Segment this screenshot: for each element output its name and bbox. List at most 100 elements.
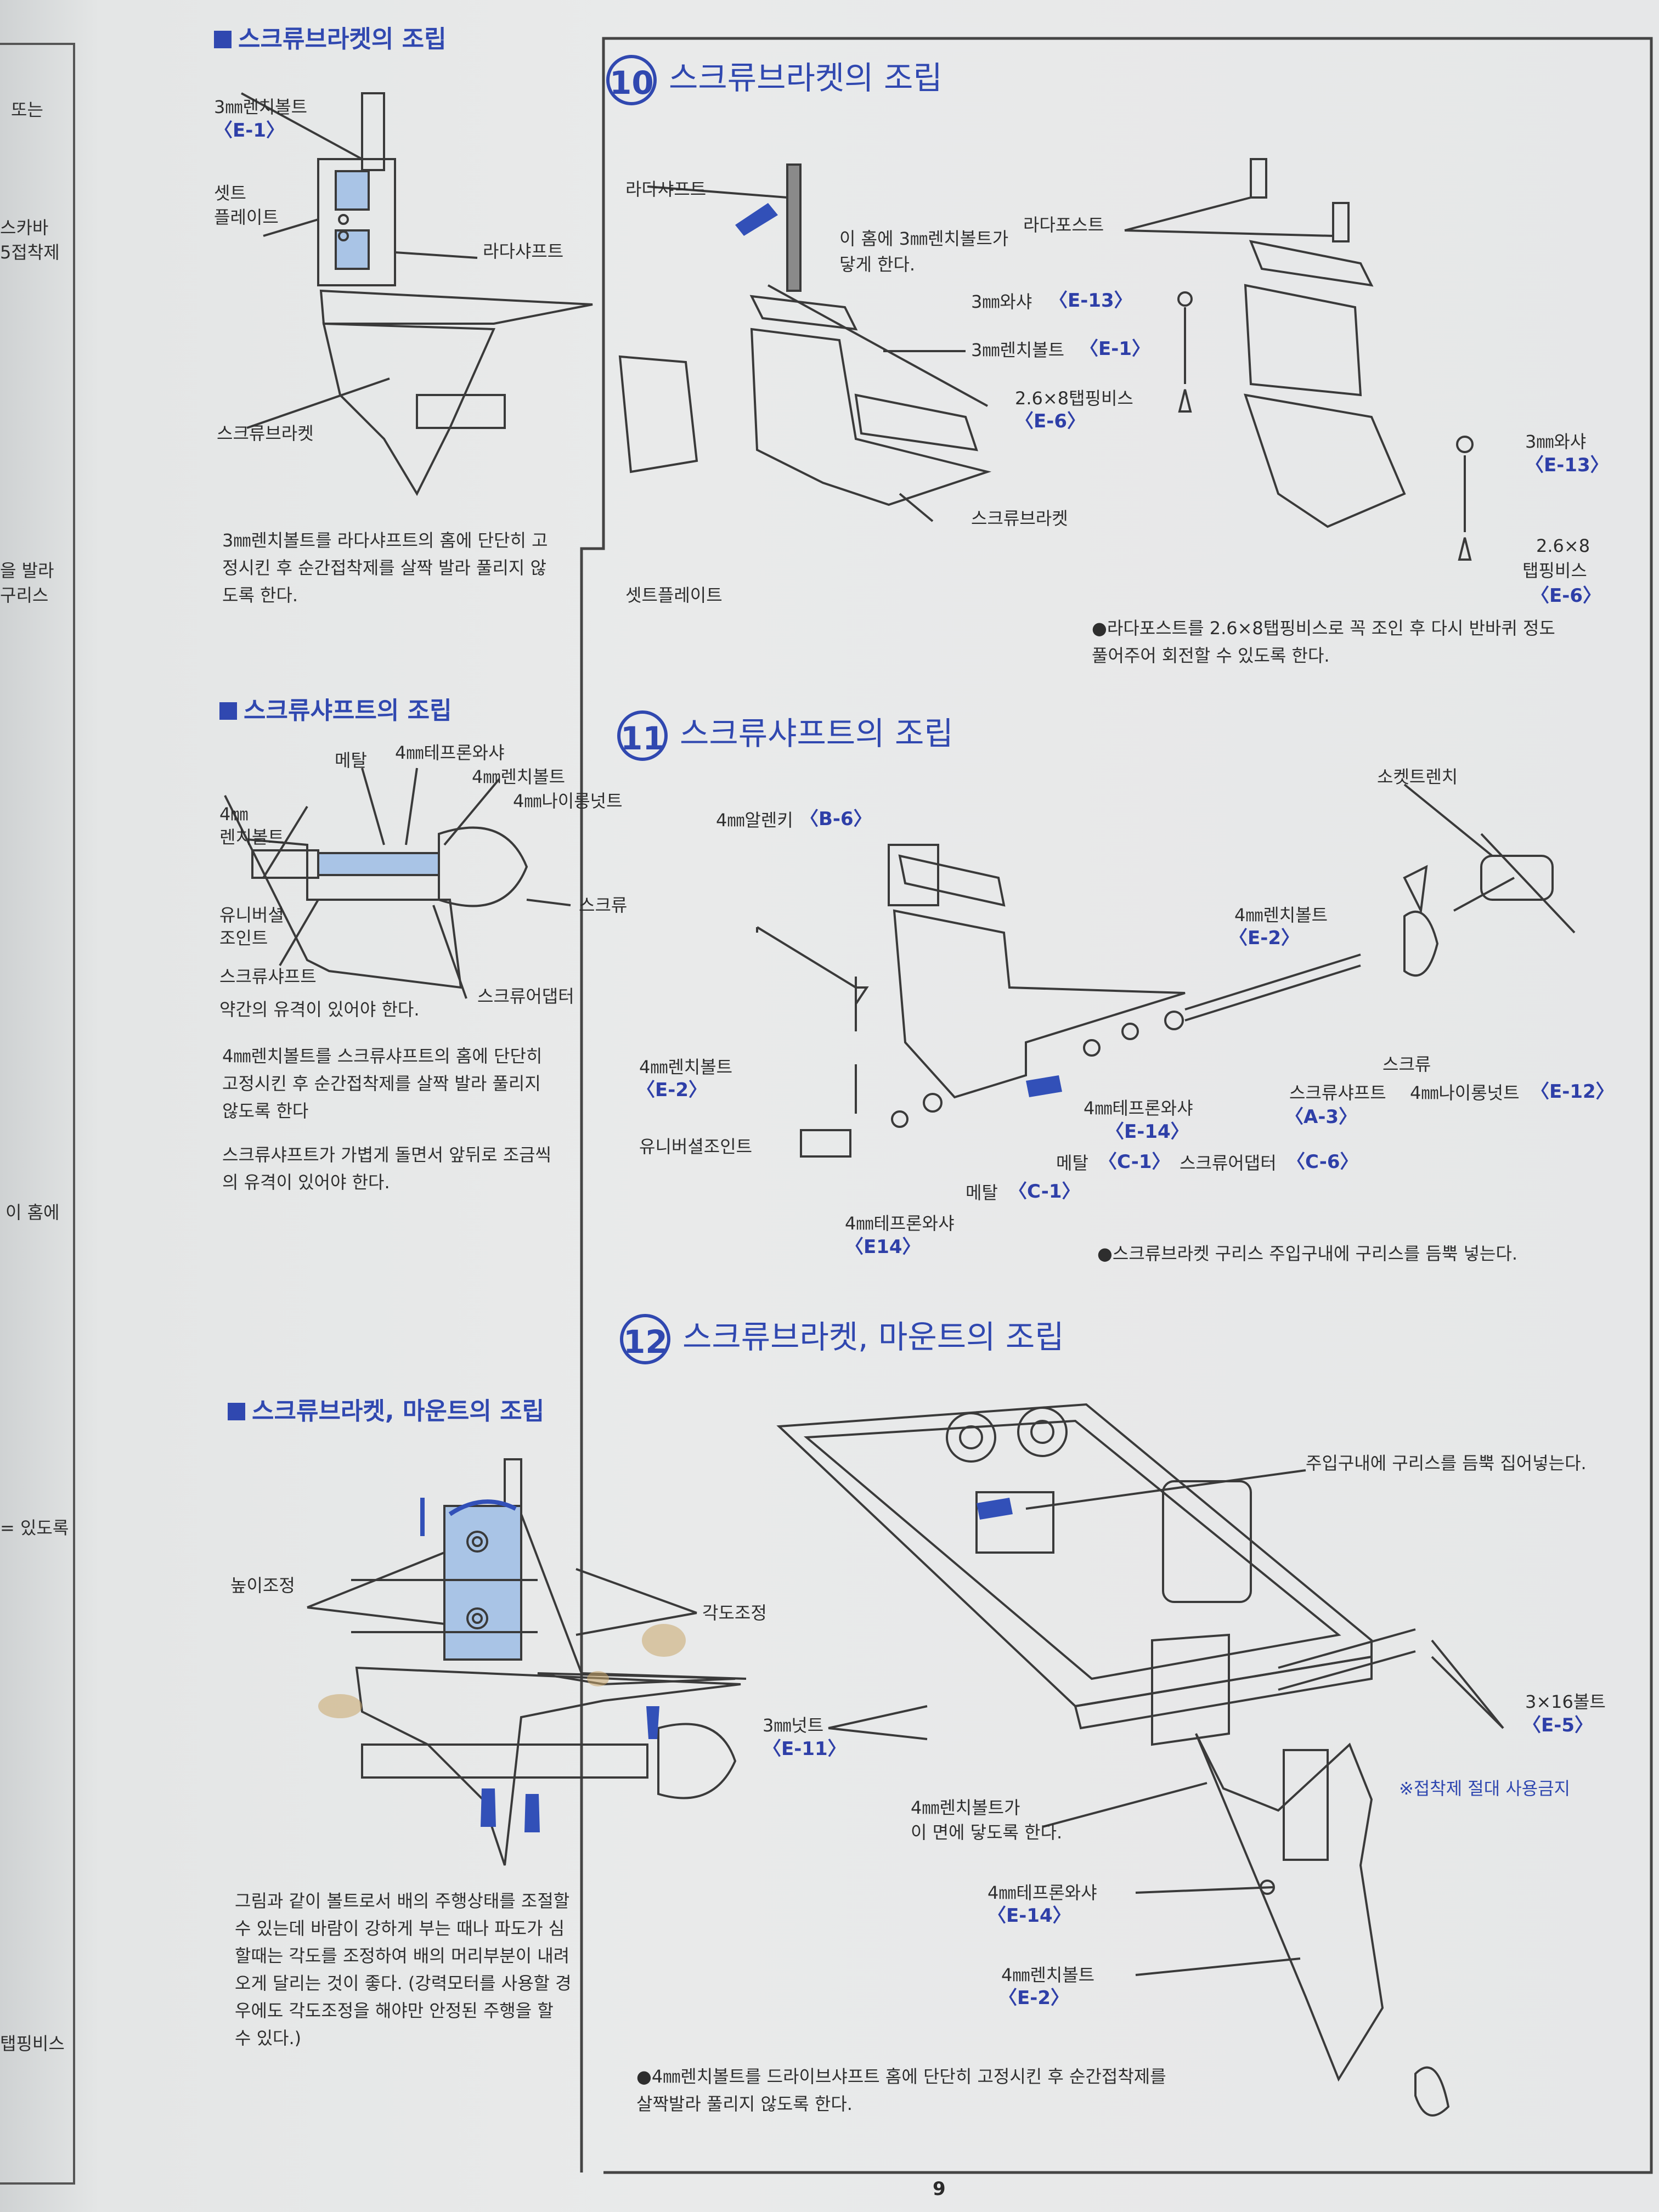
edge-fragment: 5접착제 [0,242,60,263]
step11-teflon1-label: 4㎜테프론와샤 [1084,1098,1193,1119]
sec1-plate-label: 플레이트 [214,207,279,228]
sec1-shaft-label: 라다샤프트 [483,241,564,262]
paper-stain [318,1624,686,1718]
glue-tube-icon [735,203,778,236]
sec2-wrench-label: 4㎜렌치볼트 [472,766,566,787]
step10-screw-code: 〈E-6〉 [1015,410,1086,432]
page-number: 9 [933,2178,946,2200]
step12-wrench-label: 4㎜렌치볼트 [1001,1965,1095,1985]
sec2-play-label: 약간의 유격이 있어야 한다. [219,999,420,1020]
sec2-note-2: 스크류샤프트가 가볍게 돌면서 앞뒤로 조금씩 의 유격이 있어야 한다. [222,1144,552,1193]
step10-washer2-code: 〈E-13〉 [1525,454,1609,476]
step10-bolt-label: 3㎜렌치볼트 [971,340,1065,360]
step10-washer-code: 〈E-13〉 [1049,290,1133,312]
sec2-shaft-label: 스크류샤프트 [219,966,317,987]
step11-wrench2-label: 4㎜렌치볼트 [639,1057,733,1077]
step11-metal1-code: 〈C-1〉 [1098,1151,1171,1173]
step11-note: ●스크류브라켓 구리스 주입구내에 구리스를 듬뿍 넣는다. [1097,1243,1518,1264]
step12-teflon-label: 4㎜테프론와샤 [988,1882,1097,1903]
step11-adapter-code: 〈C-6〉 [1286,1151,1359,1173]
angle-arrow-icon [448,1499,517,1516]
step11-screw-label: 스크류 [1383,1054,1431,1075]
sec3-height-label: 높이조정 [230,1575,295,1596]
step10-groove-label: 이 홈에 3㎜렌치볼트가 [839,228,1009,249]
sec2-joint-label: 조인트 [219,928,268,949]
step12-wrench-code: 〈E-2〉 [998,1987,1069,2009]
edge-fragment: 또는 [11,99,43,120]
step12-drawing [776,1403,1504,2117]
step11-wrench1-code: 〈E-2〉 [1229,927,1300,949]
sec2-note-1: 4㎜렌치볼트를 스크류샤프트의 홈에 단단히 고정시킨 후 순간접착제를 살짝 … [222,1046,543,1121]
glue-tube-icon [1026,1075,1062,1097]
square-bullet-icon [219,702,237,720]
step12-grease-label: 주입구내에 구리스를 듬뿍 집어넣는다. [1306,1453,1587,1474]
sec2-bolt-label: 4㎜ [219,804,249,825]
sec1-bracket-drawing [241,92,593,496]
step11-shaft-label: 스크류샤프트 [1289,1082,1386,1103]
step12-warning-label: ※접착제 절대 사용금지 [1399,1778,1571,1799]
step11-teflon2-code: 〈E14〉 [845,1236,921,1258]
step11-metal2-code: 〈C-1〉 [1008,1181,1081,1203]
step12-wrench-face-label: 이 면에 닿도록 한다. [911,1822,1063,1843]
step10-bolt-code: 〈E-1〉 [1080,338,1150,360]
sec1-note: 3㎜렌치볼트를 라다샤프트의 홈에 단단히 고 정시킨 후 순간접착제를 살짝 … [222,530,548,606]
step12-wrench-face-label: 4㎜렌치볼트가 [911,1797,1020,1818]
step10-rudder-post-label: 라다포스트 [1023,215,1104,235]
glue-tube-icon [977,1498,1013,1520]
step11-drawing [756,783,1576,1158]
step10-plate-label: 셋트플레이트 [625,585,723,606]
step11-wrench2-code: 〈E-2〉 [636,1079,707,1101]
sec2-joint-label: 유니버셜 [219,905,284,926]
step10-screw2-label: 탭핑비스 [1522,560,1587,581]
sec3-note: 그림과 같이 볼트로서 배의 주행상태를 조절할 수 있는데 바람이 강하게 부… [235,1891,572,2049]
step11-allen-code: 〈B-6〉 [800,808,872,830]
step10-washer-label: 3㎜와샤 [971,291,1032,312]
glue-tube-icon [646,1706,659,1739]
step11-nut-code: 〈E-12〉 [1531,1081,1615,1103]
step12-bolt316-code: 〈E-5〉 [1522,1714,1593,1736]
step11-nut-label: 4㎜나이롱넛트 [1410,1082,1520,1103]
edge-fragment: 구리스 [0,585,49,606]
step11-teflon1-code: 〈E-14〉 [1105,1121,1189,1143]
glue-tube-icons [481,203,1062,1832]
step11-joint-label: 유니버셜조인트 [639,1136,753,1157]
step10-rudder-shaft-label: 라다샤프트 [625,179,707,200]
step11-shaft-code: 〈A-3〉 [1285,1106,1358,1128]
step10-note: ●라다포스트를 2.6×8탭핑비스로 꼭 조인 후 다시 반바퀴 정도 풀어주어… [1092,618,1555,666]
step11-socket-label: 소켓트렌치 [1377,766,1458,787]
step10-screw2-label: 2.6×8 [1536,535,1590,556]
step12-teflon-code: 〈E-14〉 [988,1905,1071,1927]
step12-nut3-code: 〈E-11〉 [763,1738,847,1760]
right-panel-frame [580,37,1653,2174]
edge-fragment: = 있도록 [0,1517,69,1538]
step11-teflon2-label: 4㎜테프론와샤 [845,1213,955,1234]
edge-fragment: 탭핑비스 [0,2033,65,2054]
sec1-bolt-code: 〈E-1〉 [214,120,285,142]
step10-bracket-label: 스크류브라켓 [971,508,1068,529]
sec3-heading: 스크류브라켓, 마운트의 조립 [228,1396,544,1427]
step10-screw-label: 2.6×8탭핑비스 [1015,388,1133,409]
sec1-bolt-label: 3㎜렌치볼트 [214,97,308,117]
edge-fragment: 을 발라 [0,560,54,581]
step12-bolt316-label: 3×16볼트 [1525,1691,1606,1712]
sec2-bolt-label: 렌치볼트 [219,827,284,848]
sec3-mount-drawing [307,1458,747,1866]
step12-nut3-label: 3㎜넛트 [763,1715,824,1736]
glue-tube-icon [481,1788,496,1827]
edge-fragment: 이 홈에 [5,1202,60,1223]
sec3-angle-label: 각도조정 [702,1602,767,1623]
sec1-bracket-label: 스크류브라켓 [217,423,314,444]
step12-note: ●4㎜렌치볼트를 드라이브샤프트 홈에 단단히 고정시킨 후 순간접착제를 살짝… [636,2066,1166,2114]
left-page-frame [0,43,75,2185]
square-bullet-icon [228,1403,245,1420]
step11-wrench1-label: 4㎜렌치볼트 [1234,905,1328,926]
step10-drawing [618,158,1474,561]
step11-allen-label: 4㎜알렌키 [716,810,793,831]
sec2-adapter-label: 스크류어댑터 [477,986,574,1007]
sec2-nut-label: 4㎜나이롱넛트 [513,791,623,811]
square-bullet-icon [214,31,232,48]
